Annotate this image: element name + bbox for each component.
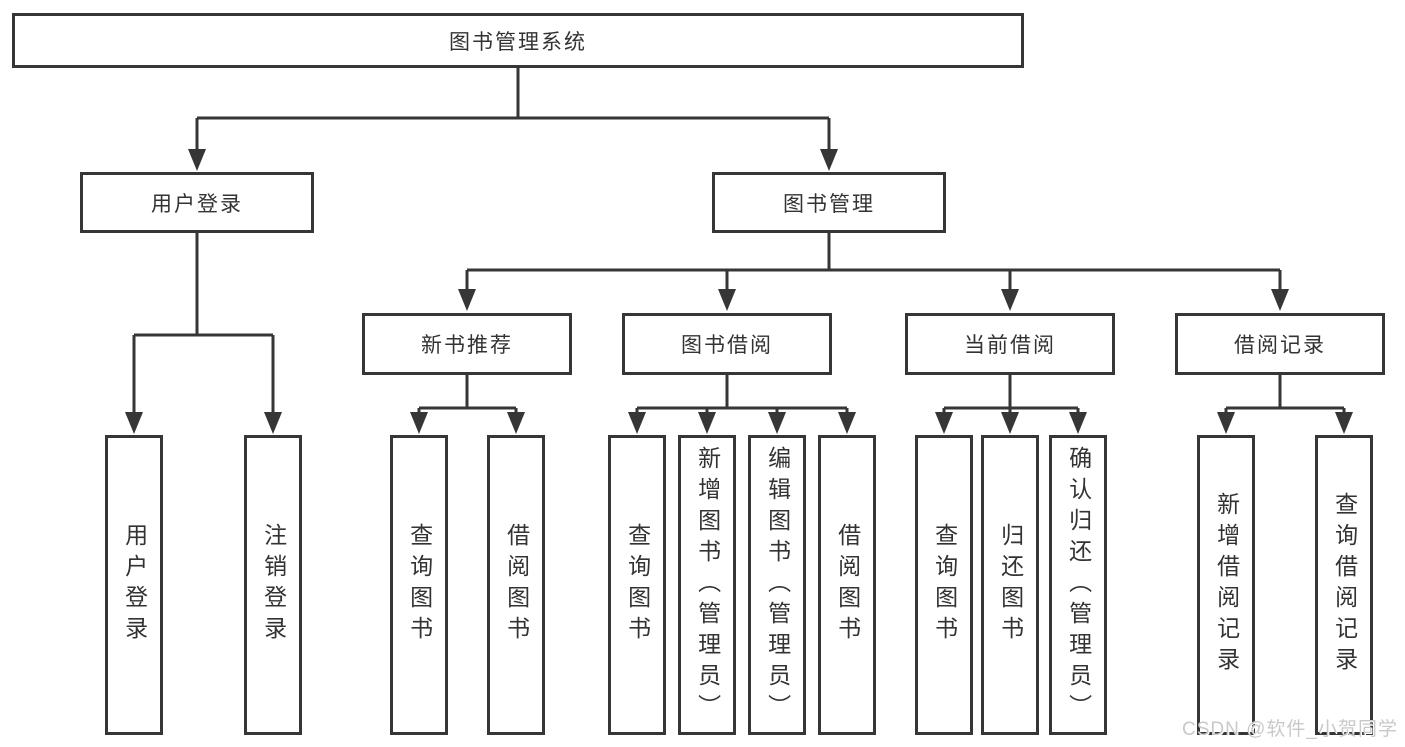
arrow-down-icon [1271,289,1289,311]
leaf-query-borrow-record: 查询借阅记录 [1315,435,1373,735]
node-borrowing-records: 借阅记录 [1175,313,1385,375]
node-label: 用户登录 [151,192,243,216]
node-label: 新增图书（管理员） [694,445,721,725]
node-book-management: 图书管理 [712,172,946,233]
arrow-down-icon [507,412,525,434]
node-new-book-recommend: 新书推荐 [362,313,572,375]
leaf-edit-book-admin: 编辑图书（管理员） [748,435,806,735]
edge-level3-to-leaves [417,375,1346,419]
node-label: 查询图书 [931,523,958,647]
node-label: 确认归还（管理员） [1065,445,1092,725]
node-label: 注销登录 [260,523,287,647]
node-label: 查询借阅记录 [1331,492,1358,678]
arrow-down-icon [410,412,428,434]
node-label: 归还图书 [997,523,1024,647]
leaf-return-book: 归还图书 [981,435,1039,735]
leaf-borrow-books-recommend: 借阅图书 [487,435,545,735]
leaf-query-books-recommend: 查询图书 [390,435,448,735]
leaf-query-books-current: 查询图书 [915,435,973,735]
node-label: 查询图书 [406,523,433,647]
node-label: 查询图书 [624,523,651,647]
arrow-down-icon [698,412,716,434]
arrow-down-icon [1001,289,1019,311]
node-root-library-system: 图书管理系统 [12,13,1024,68]
arrow-down-icon [838,412,856,434]
arrow-down-icon [264,412,282,434]
arrow-down-icon [628,412,646,434]
arrow-down-icon [1069,412,1087,434]
node-book-borrowing: 图书借阅 [622,313,832,375]
arrow-down-icon [820,149,838,171]
node-label: 新增借阅记录 [1213,492,1240,678]
arrow-down-icon [1335,412,1353,434]
arrow-down-icon [718,289,736,311]
arrow-down-icon [768,412,786,434]
node-label: 用户登录 [121,523,148,647]
leaf-logout: 注销登录 [244,435,302,735]
arrow-down-icon [1217,412,1235,434]
node-label: 编辑图书（管理员） [764,445,791,725]
arrow-down-icon [935,412,953,434]
arrow-down-icon [1001,412,1019,434]
node-user-login: 用户登录 [80,172,314,233]
node-label: 图书借阅 [681,334,773,357]
edge-root-to-level2 [195,68,831,153]
node-label: 借阅图书 [834,523,861,647]
node-label: 图书管理系统 [449,30,587,54]
node-label: 图书管理 [783,192,875,216]
leaf-user-login: 用户登录 [105,435,163,735]
arrowheads [125,149,1353,434]
csdn-watermark: CSDN @软件_小贺同学 [1182,719,1398,740]
node-label: 当前借阅 [964,334,1056,357]
node-label: 新书推荐 [421,334,513,357]
leaf-confirm-return-admin: 确认归还（管理员） [1049,435,1107,735]
edge-bookmgmt-to-level3 [465,233,1282,294]
edge-userlogin-to-leaves [132,233,275,419]
arrow-down-icon [188,149,206,171]
arrow-down-icon [125,412,143,434]
leaf-query-books-borrowing: 查询图书 [608,435,666,735]
node-current-borrowing: 当前借阅 [905,313,1115,375]
leaf-add-borrow-record: 新增借阅记录 [1197,435,1255,735]
node-label: 借阅记录 [1234,334,1326,357]
arrow-down-icon [458,289,476,311]
node-label: 借阅图书 [503,523,530,647]
leaf-add-book-admin: 新增图书（管理员） [678,435,736,735]
leaf-borrow-books-borrowing: 借阅图书 [818,435,876,735]
